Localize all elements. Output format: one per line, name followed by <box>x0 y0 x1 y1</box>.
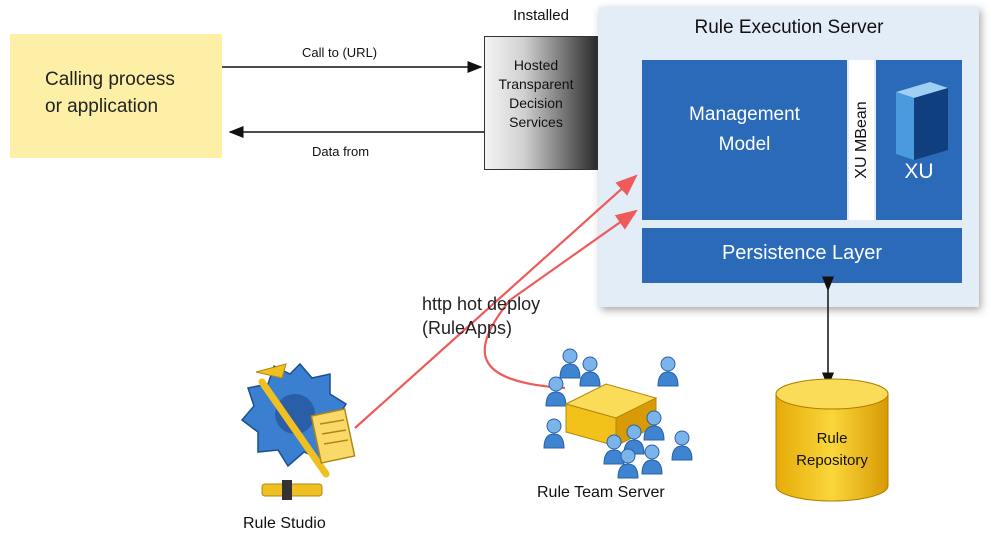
htds-line2: Transparent <box>498 76 574 92</box>
htds-line4: Services <box>509 114 563 130</box>
rule-studio-label: Rule Studio <box>243 515 326 532</box>
management-model-label: Management Model <box>642 100 847 160</box>
data-arrow-label: Data from <box>312 144 370 159</box>
repository-line2: Repository <box>796 452 868 469</box>
htds-label: Hosted Transparent Decision Services <box>484 56 588 132</box>
htds-line1: Hosted <box>513 57 559 73</box>
people-front-icon <box>603 410 693 479</box>
installed-label: Installed <box>513 7 569 24</box>
call-arrow-label: Call to (URL) <box>302 45 378 60</box>
management-model-box <box>642 60 847 220</box>
rule-team-server-icon <box>543 348 693 479</box>
repository-line1: Rule <box>816 430 848 447</box>
xu-mbean-strip <box>849 60 874 220</box>
deploy-arrow-rule-team-server <box>483 209 638 390</box>
rule-repository-label: Rule Repository <box>776 428 888 472</box>
persistence-layer-box <box>642 228 962 283</box>
htds-line3: Decision <box>509 95 563 111</box>
database-icon <box>775 378 889 502</box>
rule-execution-server-title: Rule Execution Server <box>694 17 884 38</box>
rule-team-server-label: Rule Team Server <box>537 484 665 501</box>
server-tower-icon <box>896 82 948 160</box>
calling-process-line1: Calling process <box>45 69 175 90</box>
calling-process-label: Calling process or application <box>45 66 175 120</box>
deploy-arrow-rule-studio <box>354 174 638 429</box>
deploy-line2: (RuleApps) <box>422 318 513 338</box>
calling-process-line2: or application <box>45 96 159 117</box>
xu-label: XU <box>904 160 934 183</box>
htds-box <box>484 36 598 170</box>
box-icon <box>564 383 658 447</box>
persistence-layer-label: Persistence Layer <box>721 242 883 264</box>
people-icon <box>543 348 679 449</box>
deploy-line1: http hot deploy <box>422 294 541 314</box>
management-line1: Management <box>689 104 800 125</box>
management-line2: Model <box>718 134 771 155</box>
deploy-label: http hot deploy (RuleApps) <box>422 292 540 340</box>
rule-studio-icon <box>240 362 356 500</box>
calling-process-box <box>10 34 222 158</box>
